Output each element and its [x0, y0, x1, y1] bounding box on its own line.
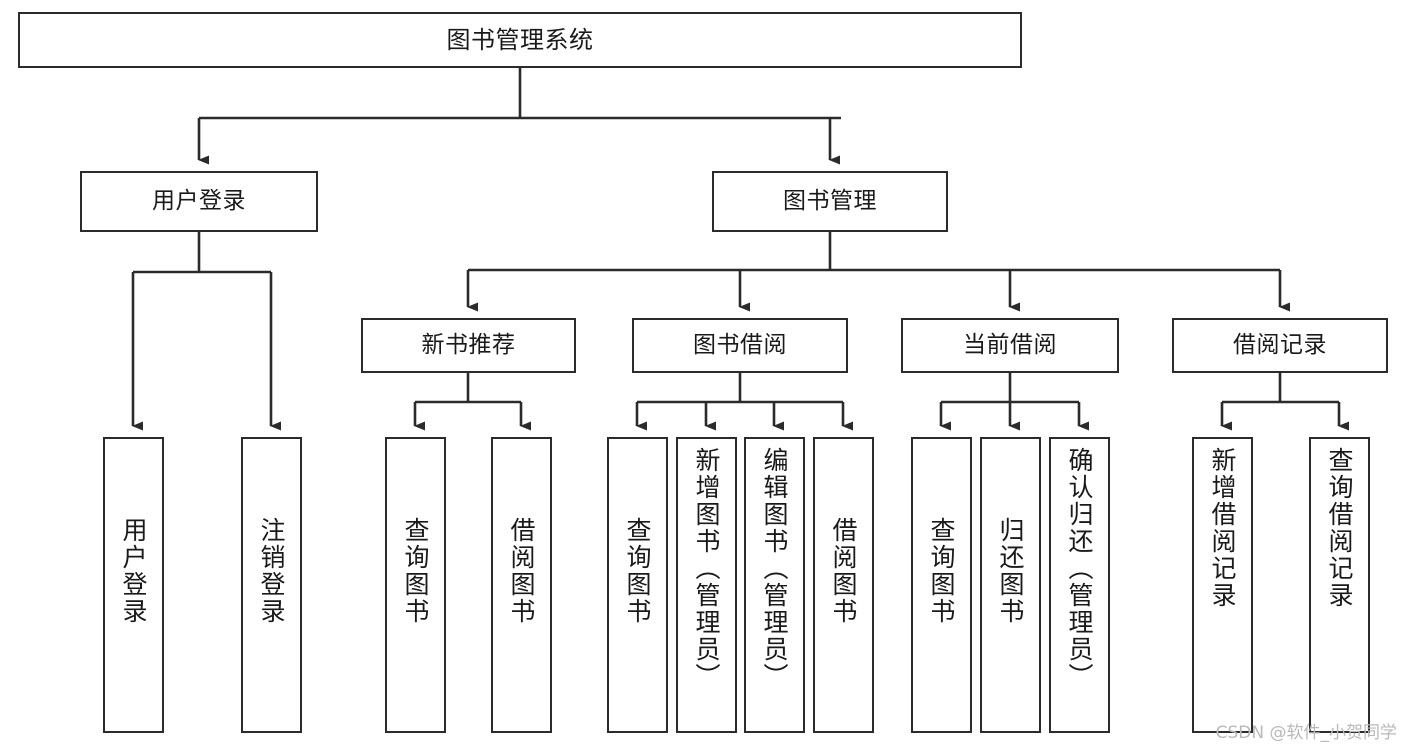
node-leaf-query-book-2-label: 查询图书	[623, 517, 652, 625]
node-book-borrow[interactable]: 图书借阅	[632, 318, 848, 373]
node-user-login-label: 用户登录	[152, 187, 246, 214]
node-book-manage-label: 图书管理	[783, 187, 877, 214]
node-leaf-query-book-3[interactable]: 查询图书	[911, 437, 972, 733]
watermark: CSDN @软件_小贺同学	[1215, 723, 1397, 743]
node-leaf-confirm-return[interactable]: 确认归还（管理员）	[1049, 437, 1110, 733]
node-user-login[interactable]: 用户登录	[80, 171, 318, 232]
node-leaf-return-book[interactable]: 归还图书	[980, 437, 1041, 733]
node-book-borrow-label: 图书借阅	[693, 331, 787, 358]
node-leaf-user-login-label: 用户登录	[119, 517, 148, 625]
node-leaf-borrow-book-1[interactable]: 借阅图书	[491, 437, 552, 733]
node-leaf-borrow-book-2-label: 借阅图书	[829, 517, 858, 625]
node-root[interactable]: 图书管理系统	[18, 12, 1022, 68]
node-leaf-query-record-label: 查询借阅记录	[1325, 447, 1354, 609]
node-leaf-add-book[interactable]: 新增图书（管理员）	[676, 437, 737, 733]
node-new-book-rec[interactable]: 新书推荐	[361, 318, 576, 373]
node-leaf-confirm-return-label: 确认归还（管理员）	[1065, 447, 1094, 690]
node-leaf-add-book-label: 新增图书（管理员）	[692, 447, 721, 690]
node-borrow-record-label: 借阅记录	[1233, 331, 1327, 358]
node-new-book-rec-label: 新书推荐	[421, 331, 516, 358]
node-leaf-query-book-1-label: 查询图书	[401, 517, 430, 625]
node-leaf-edit-book-label: 编辑图书（管理员）	[760, 447, 789, 690]
node-leaf-logout[interactable]: 注销登录	[241, 437, 302, 733]
node-leaf-add-record[interactable]: 新增借阅记录	[1192, 437, 1253, 733]
node-leaf-logout-label: 注销登录	[257, 517, 286, 625]
node-leaf-add-record-label: 新增借阅记录	[1208, 447, 1237, 609]
node-leaf-user-login[interactable]: 用户登录	[103, 437, 164, 733]
node-leaf-query-record[interactable]: 查询借阅记录	[1309, 437, 1370, 733]
node-leaf-query-book-3-label: 查询图书	[927, 517, 956, 625]
node-leaf-borrow-book-1-label: 借阅图书	[507, 517, 536, 625]
node-book-manage[interactable]: 图书管理	[712, 171, 948, 232]
node-borrow-record[interactable]: 借阅记录	[1172, 318, 1388, 373]
node-root-label: 图书管理系统	[446, 25, 594, 54]
node-current-borrow-label: 当前借阅	[963, 331, 1057, 358]
node-leaf-query-book-2[interactable]: 查询图书	[607, 437, 668, 733]
node-leaf-borrow-book-2[interactable]: 借阅图书	[813, 437, 874, 733]
node-current-borrow[interactable]: 当前借阅	[901, 318, 1119, 373]
node-leaf-query-book-1[interactable]: 查询图书	[385, 437, 446, 733]
node-leaf-return-book-label: 归还图书	[996, 517, 1025, 625]
node-leaf-edit-book[interactable]: 编辑图书（管理员）	[744, 437, 805, 733]
